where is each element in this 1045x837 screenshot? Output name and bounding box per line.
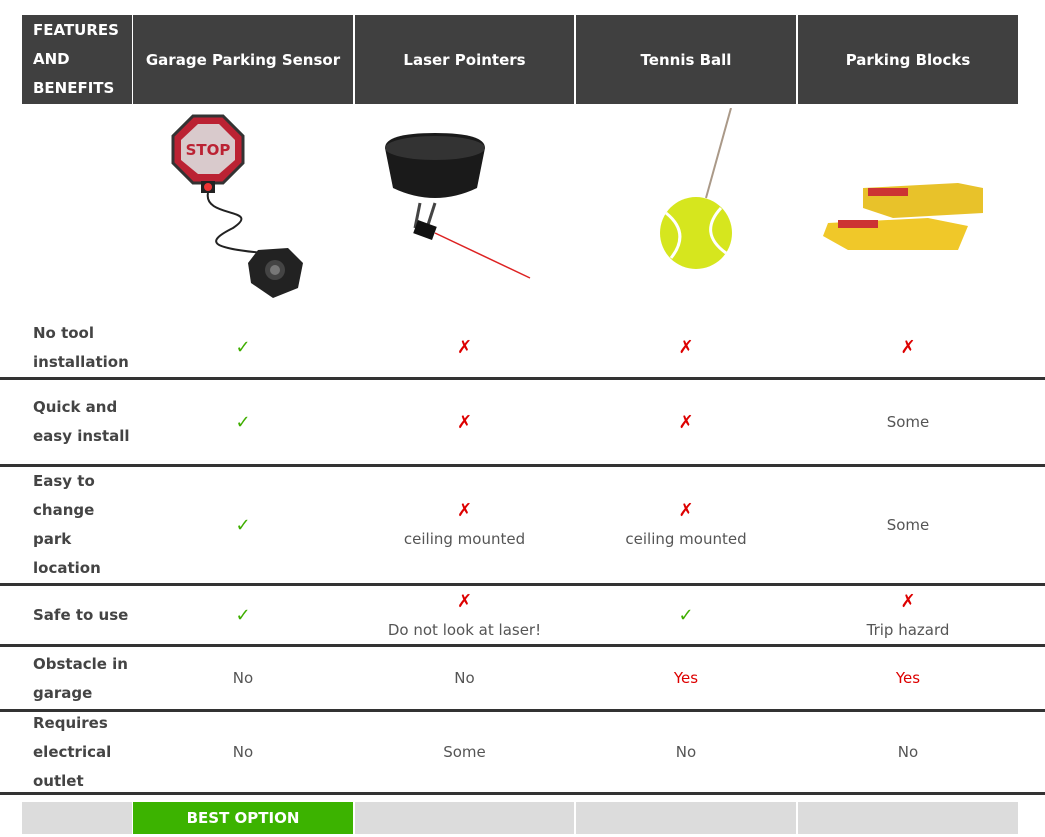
table-row: Easy to change park location ✓ ✗ ceiling …: [0, 467, 1045, 586]
cell: ✗ Trip hazard: [798, 587, 1018, 644]
header-tennis-ball: Tennis Ball: [576, 15, 796, 104]
cross-icon: ✗: [900, 337, 916, 358]
table-row: Requires electrical outlet No Some No No: [0, 712, 1045, 795]
cross-icon: ✗: [900, 590, 916, 612]
cell: ✓: [133, 380, 353, 464]
cell-text: No: [675, 742, 697, 761]
header-features: FEATURES AND BENEFITS: [22, 15, 132, 104]
cross-icon: ✗: [456, 337, 473, 358]
cell: Some: [798, 380, 1018, 464]
cell: Some: [798, 467, 1018, 583]
cell-text: No: [454, 669, 475, 687]
row-label: Requires electrical outlet: [33, 713, 112, 790]
cross-icon: ✗: [678, 411, 694, 433]
cross-icon: ✗: [456, 590, 473, 612]
cell-note: ceiling mounted: [625, 530, 747, 548]
table-row: Obstacle in garage No No Yes Yes: [0, 648, 1045, 712]
check-icon: ✓: [235, 514, 251, 536]
cell-text: Some: [886, 412, 930, 431]
cell: Yes: [798, 648, 1018, 709]
tennis-ball-image: [576, 105, 796, 310]
cell: ✗: [355, 318, 574, 377]
footer-cell: [798, 802, 1018, 834]
cell: ✗: [576, 318, 796, 377]
header-garage-parking-sensor: Garage Parking Sensor: [133, 15, 353, 104]
header-laser-pointers: Laser Pointers: [355, 15, 574, 104]
cross-icon: ✗: [678, 337, 694, 358]
cell: ✓: [133, 467, 353, 583]
cell-text: Some: [443, 742, 486, 761]
cell: ✓: [133, 318, 353, 377]
row-label: No tool installation: [33, 323, 129, 371]
table-row: Quick and easy install ✓ ✗ ✗ Some: [0, 380, 1045, 467]
cell: No: [133, 712, 353, 792]
best-option-badge: BEST OPTION: [133, 802, 353, 834]
cross-icon: ✗: [678, 500, 694, 521]
row-label: Obstacle in garage: [33, 654, 128, 702]
check-icon: ✓: [235, 337, 251, 358]
check-icon: ✓: [235, 411, 251, 433]
row-label: Safe to use: [33, 606, 129, 624]
cell: Yes: [576, 648, 796, 709]
check-icon: ✓: [678, 605, 694, 626]
cell-text: No: [232, 669, 254, 687]
cell: No: [576, 712, 796, 792]
cell: ✗ ceiling mounted: [355, 467, 574, 583]
cell-text: Some: [886, 515, 930, 534]
cell: ✗: [798, 318, 1018, 377]
cell-text: No: [232, 742, 254, 761]
footer-cell: [576, 802, 796, 834]
cell: ✗ Do not look at laser!: [355, 587, 574, 644]
cell-note: Do not look at laser!: [387, 620, 542, 639]
cell-note: Trip hazard: [866, 620, 950, 639]
parking-blocks-image: [798, 105, 1018, 310]
cell: ✗: [355, 380, 574, 464]
row-label: Quick and easy install: [33, 398, 130, 445]
cell-text: Yes: [895, 669, 921, 687]
cell: ✗: [576, 380, 796, 464]
row-label: Easy to change park location: [33, 472, 101, 577]
cell: ✓: [576, 587, 796, 644]
cell: No: [133, 648, 353, 709]
footer-cell: [355, 802, 574, 834]
cell-note: ceiling mounted: [403, 530, 526, 548]
cell-text: Yes: [673, 669, 699, 687]
table-row: No tool installation ✓ ✗ ✗ ✗: [0, 318, 1045, 380]
cell: ✓: [133, 587, 353, 644]
header-parking-blocks: Parking Blocks: [798, 15, 1018, 104]
cell: No: [798, 712, 1018, 792]
stop-sign-text: STOP: [186, 141, 231, 159]
table-row: Safe to use ✓ ✗ Do not look at laser! ✓ ✗…: [0, 587, 1045, 647]
cross-icon: ✗: [456, 411, 473, 433]
check-icon: ✓: [235, 605, 251, 626]
footer-cell: [22, 802, 132, 834]
garage-parking-sensor-image: STOP: [133, 105, 353, 310]
cell-text: No: [897, 742, 919, 761]
cell: No: [355, 648, 574, 709]
cell: Some: [355, 712, 574, 792]
cross-icon: ✗: [456, 500, 473, 521]
laser-pointer-image: [355, 105, 574, 310]
cell: ✗ ceiling mounted: [576, 467, 796, 583]
